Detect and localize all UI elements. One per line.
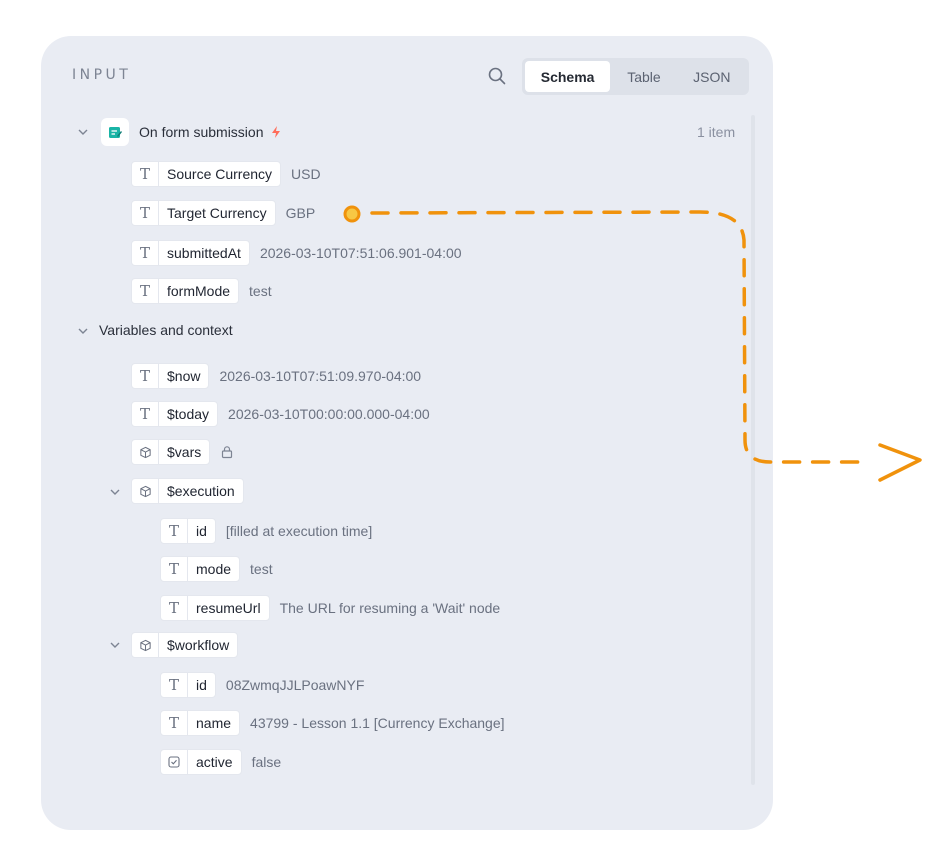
field-name: active [196, 754, 233, 770]
lock-icon [222, 446, 233, 459]
field-pill[interactable]: T Target Currency [131, 200, 276, 226]
field-row: T resumeUrl The URL for resuming a 'Wait… [160, 595, 500, 621]
arrow-head-icon [878, 443, 922, 482]
item-count: 1 item [697, 124, 736, 140]
field-row: T Source Currency USD [131, 161, 321, 187]
field-pill[interactable]: $vars [131, 439, 211, 465]
chevron-down-icon[interactable] [76, 125, 90, 139]
form-node-icon [101, 118, 129, 146]
field-pill[interactable]: T name [160, 710, 241, 736]
field-name: submittedAt [167, 245, 241, 261]
drag-handle-dot [343, 205, 361, 223]
field-pill[interactable]: T mode [160, 556, 241, 582]
cube-icon [132, 479, 159, 503]
field-value: false [251, 754, 282, 770]
string-type-icon: T [132, 201, 159, 225]
field-row: T id 08ZwmqJJLPoawNYF [160, 672, 364, 698]
field-row: T name 43799 - Lesson 1.1 [Currency Exch… [160, 710, 505, 736]
field-pill[interactable]: T Source Currency [131, 161, 282, 187]
string-type-icon: T [132, 364, 159, 388]
field-row: active false [160, 749, 281, 775]
chevron-down-icon[interactable] [108, 485, 122, 499]
search-icon[interactable] [487, 66, 507, 86]
field-pill[interactable]: $execution [131, 478, 244, 504]
variables-header[interactable]: Variables and context [99, 322, 233, 338]
tab-schema[interactable]: Schema [525, 61, 611, 92]
trigger-node-header[interactable]: On form submission [101, 118, 283, 146]
field-name: $execution [167, 483, 235, 499]
checkbox-icon [161, 750, 188, 774]
string-type-icon: T [132, 402, 159, 426]
string-type-icon: T [132, 162, 159, 186]
field-name: formMode [167, 283, 231, 299]
field-value: 2026-03-10T00:00:00.000-04:00 [228, 406, 430, 422]
field-pill[interactable]: T id [160, 672, 216, 698]
variable-row: $vars [131, 439, 234, 465]
field-name: $vars [167, 444, 202, 460]
string-type-icon: T [161, 557, 188, 581]
chevron-down-icon[interactable] [76, 324, 90, 338]
string-type-icon: T [161, 596, 188, 620]
string-type-icon: T [132, 279, 159, 303]
string-type-icon: T [132, 241, 159, 265]
cube-icon [132, 633, 159, 657]
lightning-icon [272, 126, 281, 138]
field-pill[interactable]: $workflow [131, 632, 239, 658]
field-name: name [196, 715, 232, 731]
field-value: test [249, 283, 272, 299]
view-tabs: Schema Table JSON [522, 58, 749, 95]
field-name: $now [167, 368, 201, 384]
scrollbar[interactable] [751, 115, 755, 785]
field-row: T formMode test [131, 278, 272, 304]
field-name: $today [167, 406, 210, 422]
field-value: The URL for resuming a 'Wait' node [279, 600, 501, 616]
field-value: [filled at execution time] [225, 523, 373, 539]
field-value: GBP [285, 205, 316, 221]
string-type-icon: T [161, 519, 188, 543]
field-name: resumeUrl [196, 600, 261, 616]
field-value: USD [291, 166, 321, 182]
field-name: id [196, 523, 207, 539]
field-name: mode [196, 561, 232, 577]
cube-icon [132, 440, 159, 464]
field-value: test [250, 561, 273, 577]
execution-object-row: $execution [131, 478, 244, 504]
field-name: Source Currency [167, 166, 273, 182]
field-pill[interactable]: T $now [131, 363, 210, 389]
field-name: id [196, 677, 207, 693]
field-row: T submittedAt 2026-03-10T07:51:06.901-04… [131, 240, 462, 266]
field-row: T mode test [160, 556, 273, 582]
tab-json[interactable]: JSON [693, 68, 731, 85]
field-pill[interactable]: T $today [131, 401, 219, 427]
chevron-down-icon[interactable] [108, 638, 122, 652]
panel-title: INPUT [72, 67, 132, 83]
field-value: 2026-03-10T07:51:09.970-04:00 [219, 368, 422, 384]
string-type-icon: T [161, 673, 188, 697]
field-pill[interactable]: active [160, 749, 242, 775]
variable-row: T $now 2026-03-10T07:51:09.970-04:00 [131, 363, 421, 389]
field-row: T Target Currency GBP [131, 200, 315, 226]
tab-table[interactable]: Table [627, 68, 661, 85]
trigger-node-label: On form submission [139, 124, 264, 140]
string-type-icon: T [161, 711, 188, 735]
field-pill[interactable]: T formMode [131, 278, 240, 304]
variable-row: T $today 2026-03-10T00:00:00.000-04:00 [131, 401, 430, 427]
field-pill[interactable]: T submittedAt [131, 240, 250, 266]
field-value: 43799 - Lesson 1.1 [Currency Exchange] [250, 715, 505, 731]
workflow-object-row: $workflow [131, 632, 239, 658]
field-value: 08ZwmqJJLPoawNYF [225, 677, 365, 693]
field-row: T id [filled at execution time] [160, 518, 372, 544]
field-name: $workflow [167, 637, 230, 653]
field-pill[interactable]: T resumeUrl [160, 595, 270, 621]
field-value: 2026-03-10T07:51:06.901-04:00 [259, 245, 462, 261]
field-pill[interactable]: T id [160, 518, 216, 544]
field-name: Target Currency [167, 205, 267, 221]
